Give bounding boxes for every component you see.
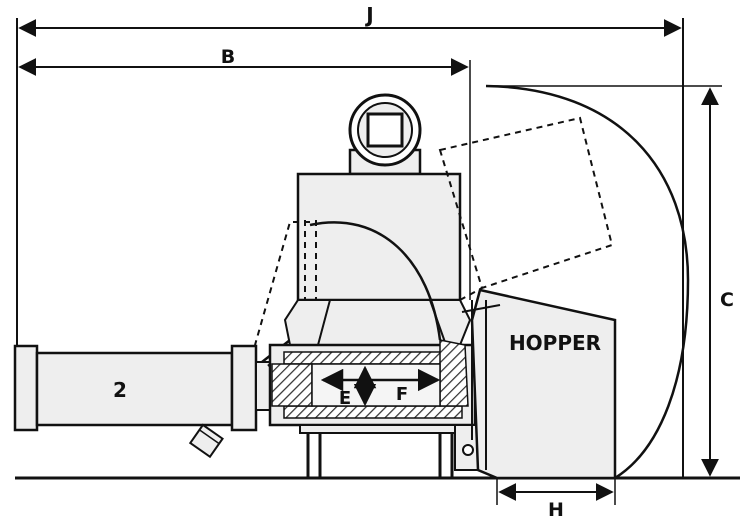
- hopper-lid-open-dashed: [438, 116, 614, 290]
- dimension-label-c: C: [720, 289, 734, 311]
- feed-chute: [283, 299, 472, 346]
- hopper-label: HOPPER: [509, 331, 601, 355]
- cutter-swing-arc: [309, 221, 442, 341]
- hopper: [461, 288, 617, 480]
- dimension-label-b: B: [221, 46, 235, 68]
- dimension-label-f: F: [396, 384, 408, 405]
- compaction-chamber: [268, 339, 477, 427]
- base-frame: [299, 424, 486, 478]
- dimension-label-e: E: [339, 388, 351, 409]
- drive-motor: [348, 93, 422, 176]
- upper-housing: [296, 172, 462, 302]
- hopper-lid-swing-arc: [485, 84, 690, 480]
- dimension-label-j: J: [364, 3, 373, 27]
- hydraulic-cylinder: [13, 339, 297, 459]
- dimension-label-h: H: [548, 499, 564, 521]
- label-cylinder-number: 2: [113, 378, 127, 402]
